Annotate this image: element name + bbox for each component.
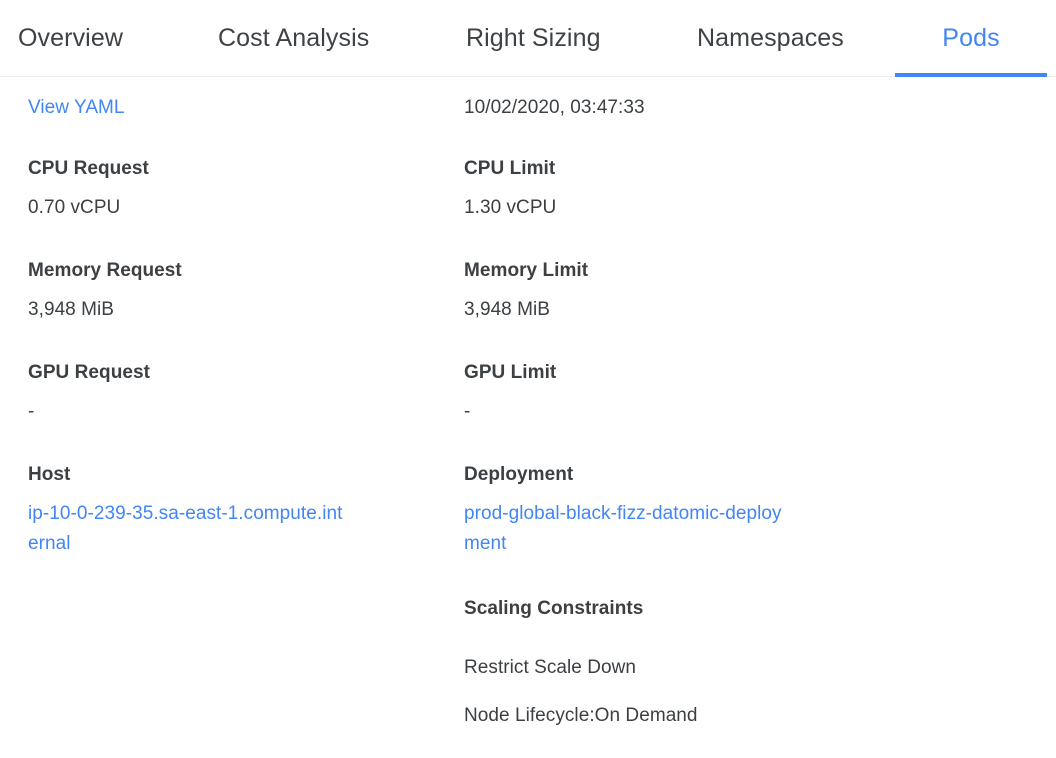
tab-right-sizing[interactable]: Right Sizing [466, 0, 604, 77]
tab-namespaces[interactable]: Namespaces [697, 0, 846, 77]
tab-overview[interactable]: Overview [18, 0, 124, 77]
scaling-constraint-item: Restrict Scale Down [464, 657, 637, 678]
field-cpu-request: CPU Request 0.70 vCPU [28, 156, 368, 223]
deployment-link[interactable]: prod-global-black-fizz-datomic-deploymen… [464, 503, 782, 554]
field-gpu-limit: GPU Limit - [464, 360, 804, 427]
pod-timestamp: 10/02/2020, 03:47:33 [464, 97, 645, 118]
scaling-constraint-item: Node Lifecycle:On Demand [464, 705, 698, 726]
field-deployment: Deployment prod-global-black-fizz-datomi… [464, 462, 804, 559]
pod-detail-panel: View YAML CPU Request 0.70 vCPU Memory R… [0, 77, 1056, 758]
scaling-constraints-title: Scaling Constraints [464, 598, 644, 619]
view-yaml-link[interactable]: View YAML [28, 97, 125, 118]
field-label: GPU Request [28, 362, 150, 383]
field-host: Host ip-10-0-239-35.sa-east-1.compute.in… [28, 462, 368, 559]
field-memory-request: Memory Request 3,948 MiB [28, 258, 368, 325]
host-link[interactable]: ip-10-0-239-35.sa-east-1.compute.interna… [28, 503, 343, 554]
tab-label: Right Sizing [466, 24, 601, 52]
field-label: CPU Request [28, 158, 149, 179]
tab-label: Namespaces [697, 24, 844, 52]
tab-label: Pods [942, 24, 1000, 52]
field-cpu-limit: CPU Limit 1.30 vCPU [464, 156, 804, 223]
field-value: 3,948 MiB [464, 299, 550, 320]
tab-label: Overview [18, 24, 123, 52]
field-value: 3,948 MiB [28, 299, 114, 320]
field-label: Memory Request [28, 260, 182, 281]
field-value: - [28, 401, 35, 422]
tab-pods[interactable]: Pods [895, 0, 1047, 77]
field-value: - [464, 401, 471, 422]
field-label: Host [28, 464, 71, 485]
field-gpu-request: GPU Request - [28, 360, 368, 427]
field-label: GPU Limit [464, 362, 557, 383]
field-label: CPU Limit [464, 158, 556, 179]
field-memory-limit: Memory Limit 3,948 MiB [464, 258, 804, 325]
field-value: 1.30 vCPU [464, 197, 557, 218]
tab-label: Cost Analysis [218, 24, 370, 52]
tab-bar: Overview Cost Analysis Right Sizing Name… [0, 0, 1056, 77]
field-label: Deployment [464, 464, 574, 485]
field-label: Memory Limit [464, 260, 589, 281]
field-value: 0.70 vCPU [28, 197, 121, 218]
tab-cost-analysis[interactable]: Cost Analysis [218, 0, 370, 77]
active-tab-indicator [895, 73, 1047, 77]
